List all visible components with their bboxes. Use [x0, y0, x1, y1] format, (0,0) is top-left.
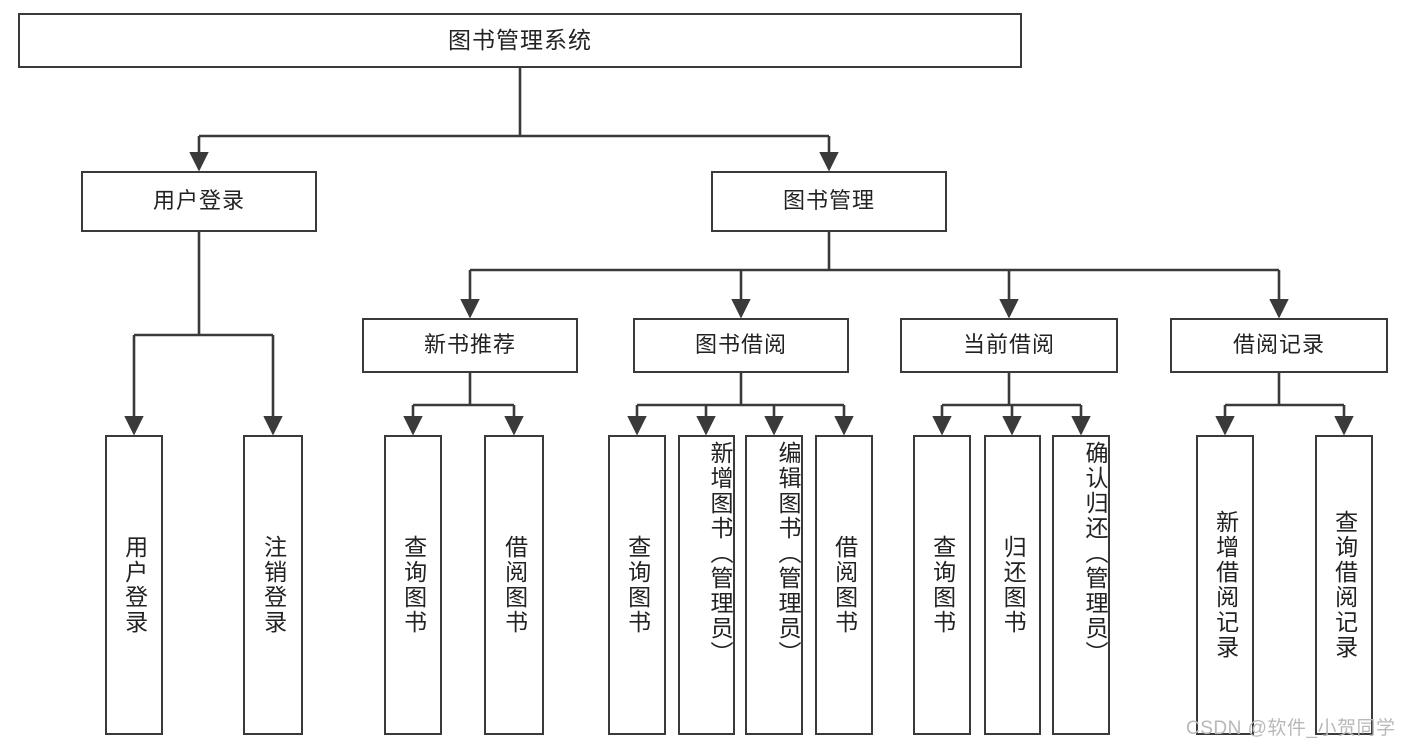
leaf-query-borrow-record[interactable]: 查询借阅记录: [1315, 435, 1373, 735]
leaf-logout[interactable]: 注销登录: [243, 435, 303, 735]
leaf-user-login-label: 用户登录: [121, 535, 148, 635]
leaf-logout-label: 注销登录: [260, 535, 287, 635]
leaf-return-book-label: 归还图书: [1000, 535, 1027, 635]
node-current-borrow[interactable]: 当前借阅: [900, 318, 1118, 373]
node-user-login-label: 用户登录: [152, 188, 245, 214]
leaf-edit-book-admin-label: 编辑图书（管理员）: [775, 441, 801, 666]
node-book-management-label: 图书管理: [782, 188, 875, 214]
leaf-add-book-admin-label: 新增图书（管理员）: [707, 441, 733, 666]
csdn-watermark: CSDN @软件_小贺同学: [1186, 718, 1396, 739]
leaf-query-book-recommend-label: 查询图书: [400, 535, 427, 635]
node-current-borrow-label: 当前借阅: [962, 332, 1055, 358]
leaf-return-book[interactable]: 归还图书: [984, 435, 1041, 735]
leaf-query-book-current[interactable]: 查询图书: [913, 435, 971, 735]
leaf-borrow-book-recommend[interactable]: 借阅图书: [484, 435, 544, 735]
node-book-management[interactable]: 图书管理: [711, 171, 947, 232]
node-new-book-recommend-label: 新书推荐: [423, 332, 516, 358]
node-new-book-recommend[interactable]: 新书推荐: [362, 318, 578, 373]
leaf-edit-book-admin[interactable]: 编辑图书（管理员）: [745, 435, 803, 735]
leaf-query-book-current-label: 查询图书: [929, 535, 956, 635]
node-borrow-record[interactable]: 借阅记录: [1170, 318, 1388, 373]
node-user-login[interactable]: 用户登录: [81, 171, 317, 232]
leaf-borrow-book[interactable]: 借阅图书: [815, 435, 873, 735]
leaf-add-book-admin[interactable]: 新增图书（管理员）: [678, 435, 735, 735]
leaf-confirm-return-admin-label: 确认归还（管理员）: [1082, 441, 1108, 666]
leaf-user-login[interactable]: 用户登录: [105, 435, 163, 735]
node-root[interactable]: 图书管理系统: [18, 13, 1022, 68]
leaf-add-borrow-record[interactable]: 新增借阅记录: [1196, 435, 1254, 735]
leaf-query-borrow-record-label: 查询借阅记录: [1331, 510, 1358, 660]
leaf-query-book-borrow-label: 查询图书: [624, 535, 651, 635]
node-root-label: 图书管理系统: [448, 26, 592, 53]
node-book-borrow-label: 图书借阅: [694, 332, 787, 358]
leaf-borrow-book-recommend-label: 借阅图书: [501, 535, 528, 635]
leaf-add-borrow-record-label: 新增借阅记录: [1212, 510, 1239, 660]
node-book-borrow[interactable]: 图书借阅: [633, 318, 849, 373]
node-borrow-record-label: 借阅记录: [1232, 332, 1325, 358]
leaf-query-book-recommend[interactable]: 查询图书: [384, 435, 442, 735]
leaf-confirm-return-admin[interactable]: 确认归还（管理员）: [1052, 435, 1110, 735]
leaf-query-book-borrow[interactable]: 查询图书: [608, 435, 666, 735]
leaf-borrow-book-label: 借阅图书: [831, 535, 858, 635]
